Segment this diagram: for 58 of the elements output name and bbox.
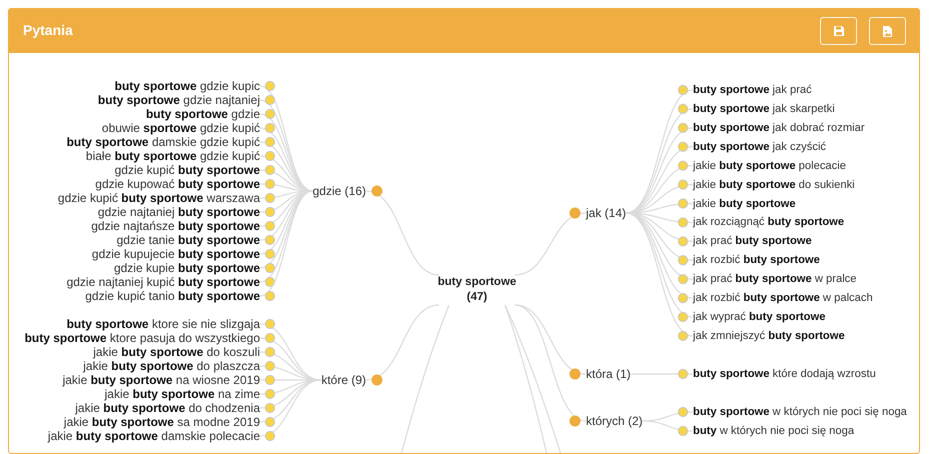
question-item: buty sportowe damskie gdzie kupić: [66, 135, 260, 149]
question-item: jak rozbić buty sportowe: [693, 253, 820, 268]
question-item: jakie buty sportowe: [693, 196, 796, 211]
question-item: jak wyprać buty sportowe: [693, 310, 826, 324]
question-item: jakie buty sportowe do plaszcza: [83, 359, 260, 373]
question-item: buty sportowe w których nie poci się noga: [693, 405, 907, 419]
panel-title: Pytania: [23, 21, 73, 39]
question-item: jak prać buty sportowe w pralce: [693, 272, 857, 286]
connector-line: [642, 420, 694, 436]
question-item: buty sportowe ktore pasuja do wszystkiego: [24, 331, 260, 345]
category-item: które (9): [321, 373, 366, 387]
connector-line: [514, 209, 586, 276]
question-item: jakie buty sportowe do sukienki: [693, 178, 855, 192]
question-item: gdzie najtańsze buty sportowe: [91, 219, 260, 233]
connector-line: [630, 368, 693, 380]
connector-line: [504, 304, 562, 453]
connector-line: [504, 304, 548, 453]
connector-line: [366, 304, 440, 384]
question-item: gdzie kupić buty sportowe warszawa: [58, 191, 260, 205]
question-item: jakie buty sportowe na wiosne 2019: [62, 373, 260, 387]
category-item: których (2): [586, 414, 643, 428]
question-item: obuwie sportowe gdzie kupić: [102, 121, 260, 135]
connector-line: [514, 304, 586, 424]
question-item: jakie buty sportowe na zime: [104, 387, 260, 401]
connector-line: [366, 188, 440, 276]
question-item: buty w których nie poci się noga: [693, 424, 854, 438]
question-item: gdzie najtaniej kupić buty sportowe: [66, 275, 260, 289]
question-item: gdzie kupić buty sportowe: [114, 163, 260, 177]
question-item: buty sportowe gdzie kupic: [114, 79, 260, 93]
question-item: gdzie kupujecie buty sportowe: [92, 247, 260, 261]
question-item: buty sportowe ktore sie nie slizgaja: [66, 317, 260, 331]
question-item: buty sportowe gdzie najtaniej: [98, 93, 260, 107]
question-item: białe buty sportowe gdzie kupić: [86, 149, 260, 163]
question-item: jakie buty sportowe do koszuli: [93, 345, 260, 359]
question-item: jak rozciągnąć buty sportowe: [693, 215, 844, 230]
question-item: buty sportowe które dodają wzrostu: [693, 367, 876, 381]
category-item: gdzie (16): [312, 184, 366, 198]
question-item: buty sportowe gdzie: [146, 107, 260, 121]
question-item: buty sportowe jak czyścić: [693, 140, 826, 154]
connector-line: [400, 304, 450, 453]
question-item: jakie buty sportowe damskie polecacie: [48, 429, 260, 443]
category-item: która (1): [586, 367, 631, 381]
question-item: jak rozbić buty sportowe w palcach: [693, 291, 873, 306]
root-keyword-label: buty sportowe (47): [429, 275, 525, 305]
question-item: jakie buty sportowe do chodzenia: [75, 401, 260, 415]
question-item: jak prać buty sportowe: [693, 234, 812, 248]
question-item: buty sportowe jak dobrać rozmiar: [693, 120, 865, 135]
question-item: gdzie kupować buty sportowe: [95, 177, 260, 191]
question-item: buty sportowe jak prać: [693, 83, 812, 97]
question-item: jakie buty sportowe sa modne 2019: [64, 415, 260, 429]
question-item: jak zmniejszyć buty sportowe: [693, 328, 845, 343]
question-item: gdzie najtaniej buty sportowe: [98, 205, 260, 219]
question-item: buty sportowe jak skarpetki: [693, 102, 835, 116]
category-item: jak (14): [586, 206, 626, 220]
question-item: gdzie tanie buty sportowe: [116, 233, 260, 247]
question-item: gdzie kupie buty sportowe: [114, 261, 260, 275]
question-item: jakie buty sportowe polecacie: [693, 158, 846, 173]
question-item: gdzie kupić tanio buty sportowe: [85, 289, 260, 303]
